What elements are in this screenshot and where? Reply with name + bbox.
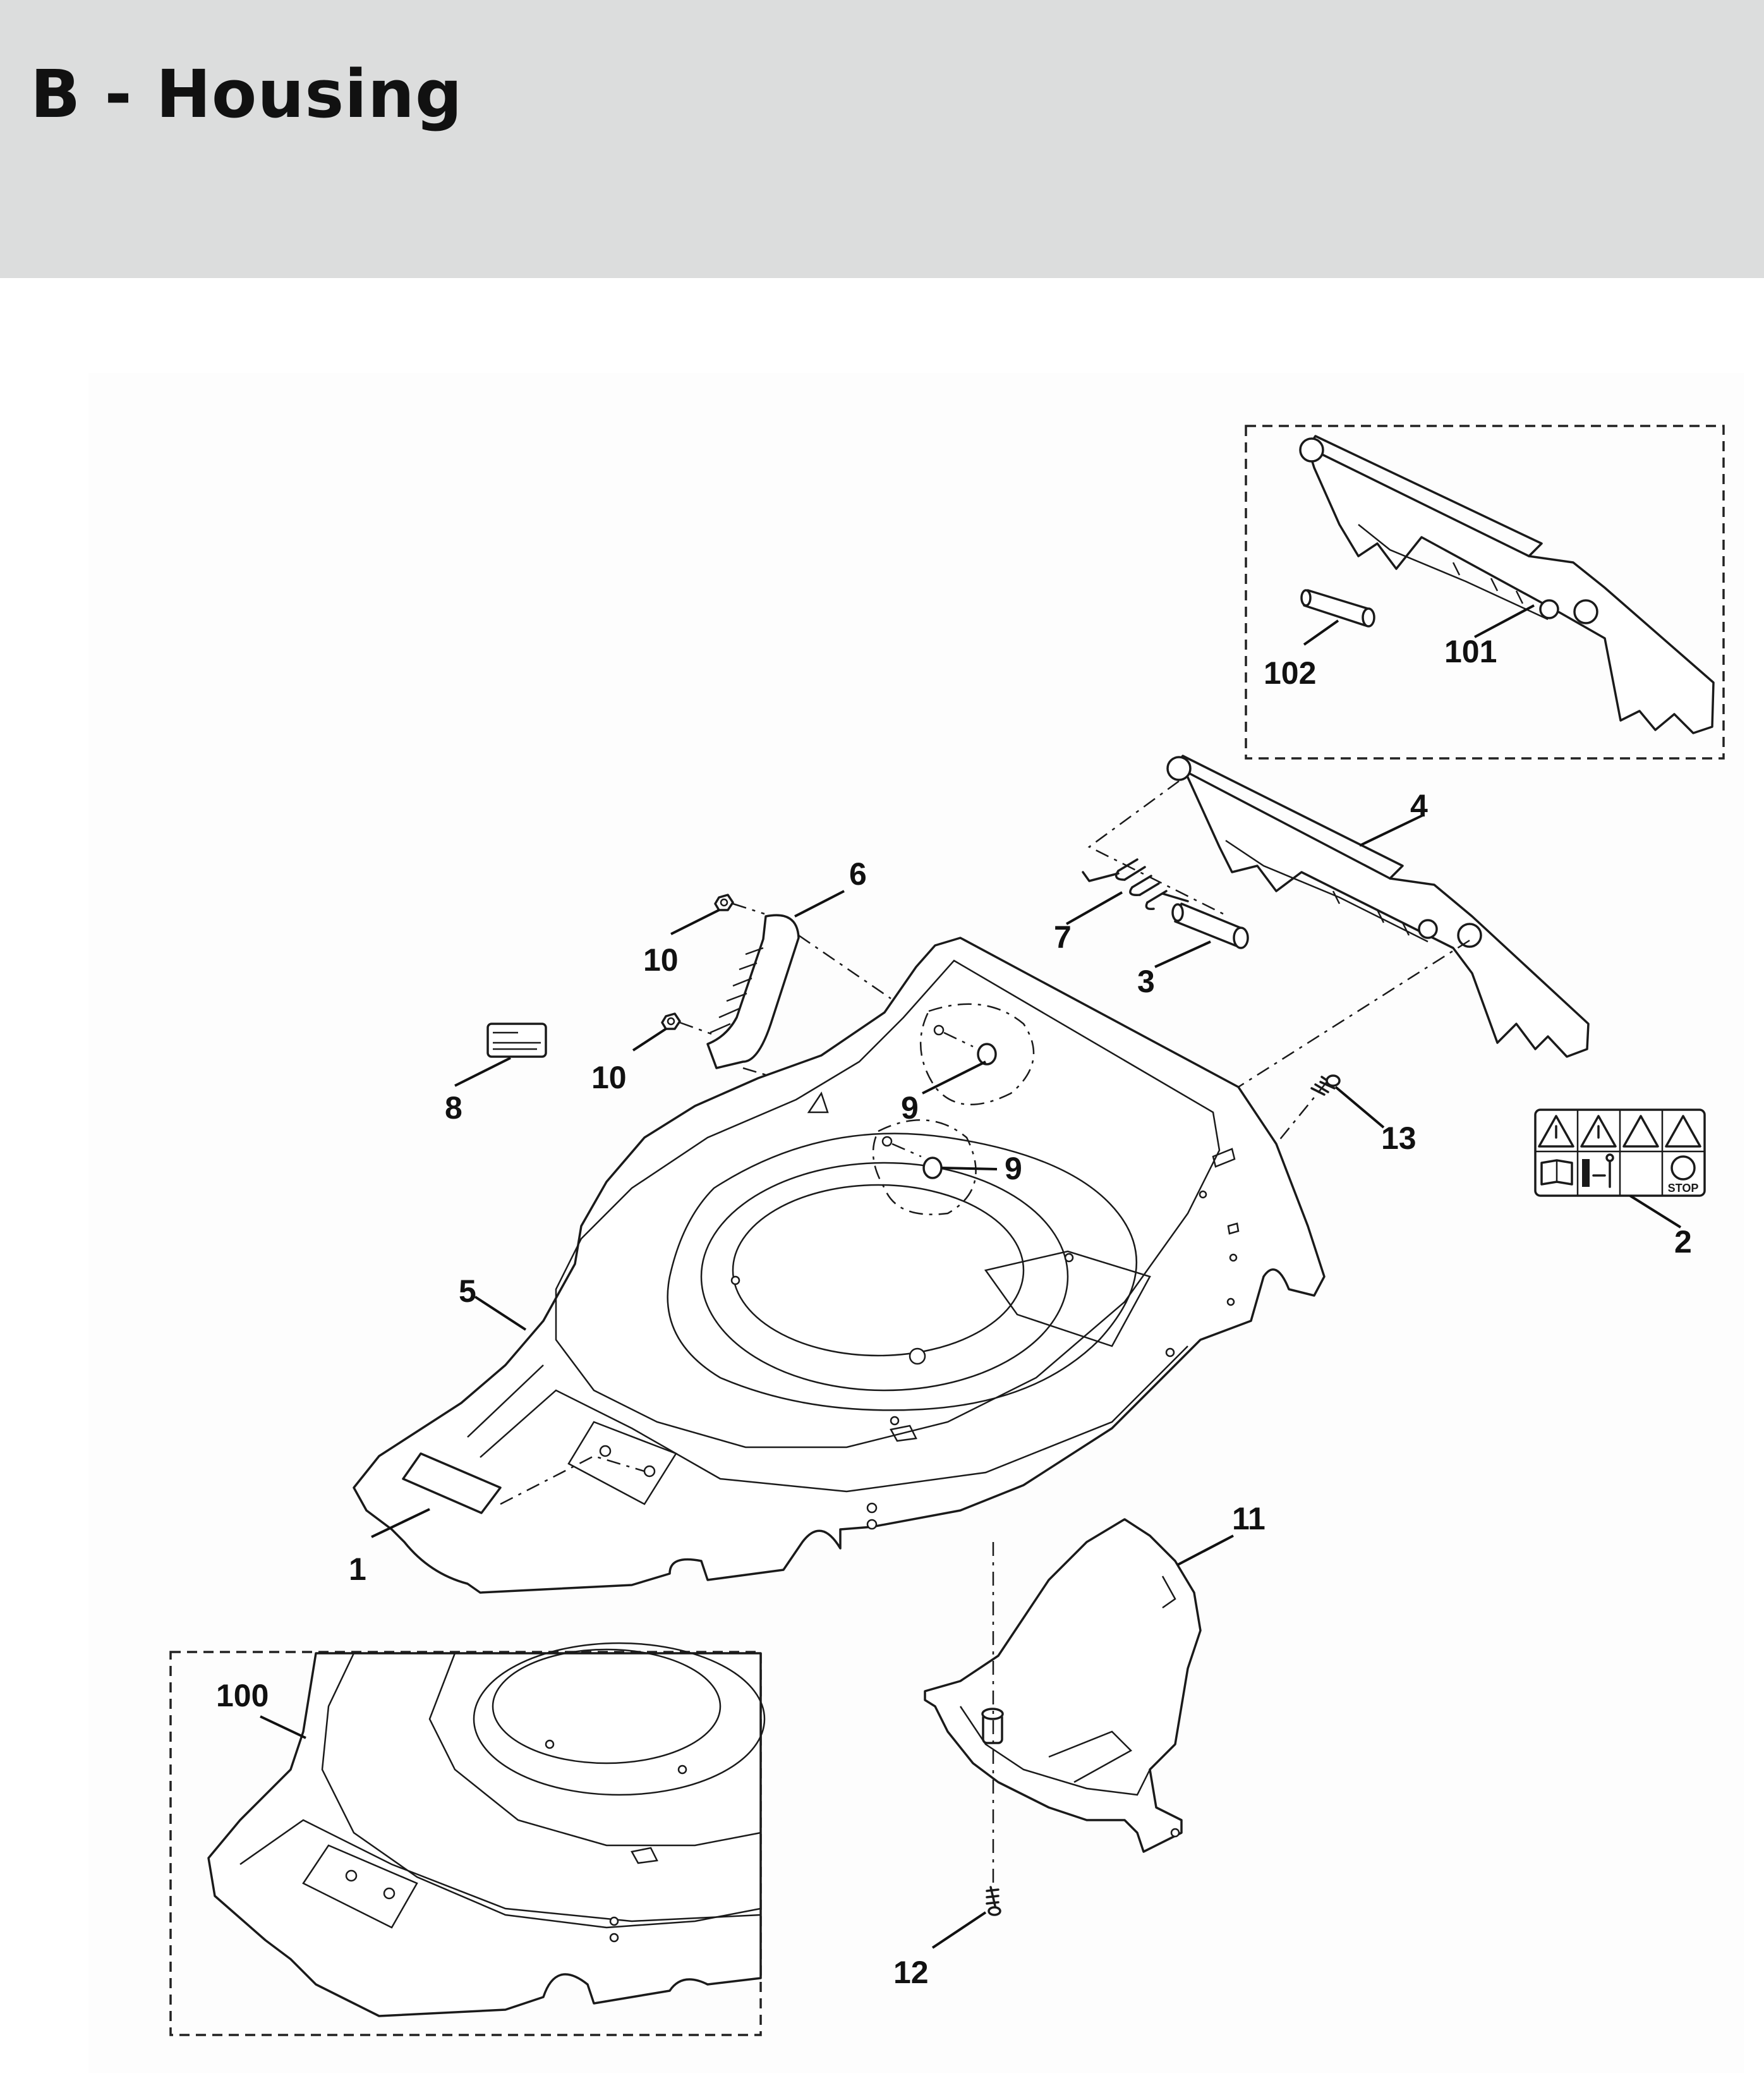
callout-4: 4 (1410, 788, 1428, 823)
part-100-housing-front (207, 1642, 766, 2017)
leader-11 (1177, 1534, 1234, 1566)
callout-8: 8 (445, 1090, 462, 1126)
leader-4 (1359, 814, 1423, 847)
callout-2: 2 (1674, 1224, 1692, 1260)
part-8-type-label (486, 1023, 547, 1058)
leader-9a (922, 1060, 986, 1095)
part-10-nut-lower (661, 1012, 681, 1030)
part-4-rear-flap (1166, 755, 1590, 1058)
part-7-spring (1082, 858, 1189, 911)
option-box-101-102 (1245, 425, 1725, 760)
leader-12 (931, 1911, 987, 1949)
manual-book-icon (1540, 1159, 1573, 1186)
part-12-screw (986, 1886, 1001, 1916)
callout-10a: 10 (643, 942, 679, 978)
callout-9a: 9 (901, 1090, 919, 1126)
warning-triangle-icon (1538, 1115, 1701, 1148)
callout-100: 100 (216, 1678, 269, 1713)
part-9-pin-upper (933, 1024, 997, 1066)
callout-102: 102 (1264, 655, 1316, 691)
part-13-screw (1310, 1074, 1341, 1096)
callout-1: 1 (349, 1552, 366, 1587)
part-102-pin (1300, 589, 1375, 628)
leader-102 (1303, 619, 1339, 646)
callout-12: 12 (893, 1955, 929, 1990)
stop-text: STOP (1668, 1182, 1699, 1194)
distance-icon (1582, 1153, 1614, 1188)
callout-13: 13 (1381, 1120, 1417, 1156)
part-11-deflector (924, 1518, 1202, 1853)
part-1-plate (402, 1452, 502, 1514)
header-band (0, 0, 1764, 278)
part-3-pin (1171, 902, 1249, 949)
callout-101: 101 (1444, 634, 1497, 669)
part-5-housing-deck (353, 937, 1326, 1594)
callout-11: 11 (1232, 1501, 1266, 1536)
leader-8 (454, 1057, 511, 1087)
part-10-nut-upper (714, 894, 734, 911)
leader-1 (371, 1508, 430, 1538)
leader-3 (1154, 940, 1211, 968)
callout-6: 6 (849, 856, 867, 892)
callout-5: 5 (459, 1273, 476, 1309)
leader-13 (1334, 1086, 1385, 1129)
page-title: B - Housing (30, 56, 463, 133)
callout-9b: 9 (1005, 1151, 1022, 1186)
callout-3: 3 (1137, 964, 1155, 999)
stop-blade-icon: STOP (1668, 1155, 1699, 1194)
leader-2 (1629, 1194, 1682, 1229)
callout-10b: 10 (591, 1060, 627, 1095)
leader-9b (941, 1167, 998, 1170)
leader-10a (670, 909, 720, 935)
leader-101 (1474, 604, 1535, 638)
callout-7: 7 (1054, 920, 1072, 955)
part-101-rear-flap (1299, 435, 1715, 734)
leader-7 (1066, 891, 1123, 925)
leader-10b (632, 1028, 667, 1052)
leader-100 (260, 1715, 306, 1739)
leader-5 (474, 1296, 527, 1331)
leader-6 (794, 890, 845, 918)
part-2-warning-label: STOP (1534, 1108, 1706, 1197)
part-6-height-segment (706, 914, 800, 1069)
